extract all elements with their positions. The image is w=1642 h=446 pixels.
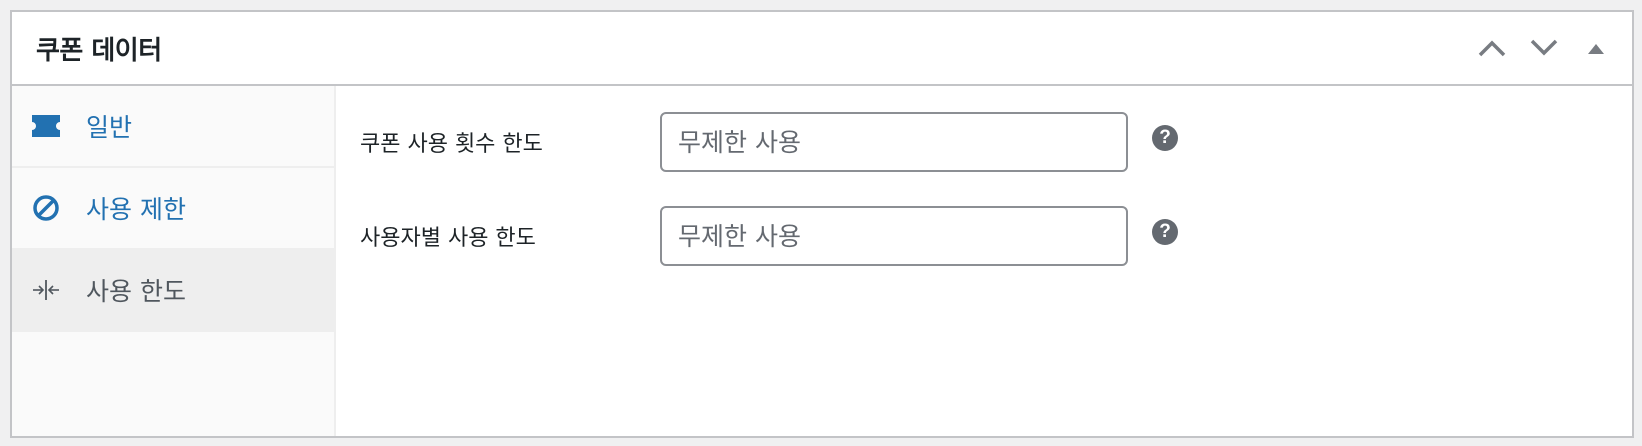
handle-actions xyxy=(1466,12,1622,84)
tab-general[interactable]: 일반 xyxy=(12,86,334,168)
usage-limit-per-user-row: 사용자별 사용 한도 ? xyxy=(360,206,1178,266)
postbox-header: 쿠폰 데이터 xyxy=(12,12,1632,86)
usage-limit-label: 쿠폰 사용 횟수 한도 xyxy=(360,132,543,157)
postbox-title: 쿠폰 데이터 xyxy=(36,35,162,66)
tab-usage-limits-label: 사용 한도 xyxy=(86,277,186,306)
help-icon[interactable]: ? xyxy=(1152,219,1178,245)
coupon-panel-wrap: 일반 사용 제한 xyxy=(12,86,1632,436)
move-up-button[interactable] xyxy=(1466,22,1518,74)
ticket-icon xyxy=(32,112,60,140)
triangle-up-icon xyxy=(1588,44,1604,54)
tab-general-label: 일반 xyxy=(86,113,133,142)
usage-limit-row: 쿠폰 사용 횟수 한도 ? xyxy=(360,112,1178,172)
toggle-panel-button[interactable] xyxy=(1570,22,1622,74)
chevron-down-icon xyxy=(1530,39,1558,56)
chevron-up-icon xyxy=(1478,40,1506,57)
help-icon[interactable]: ? xyxy=(1152,125,1178,151)
tab-usage-restriction-label: 사용 제한 xyxy=(86,195,186,224)
prohibited-icon xyxy=(32,194,60,222)
coupon-data-postbox: 쿠폰 데이터 xyxy=(10,10,1634,438)
usage-limit-per-user-input[interactable] xyxy=(660,206,1128,266)
usage-limits-panel: 쿠폰 사용 횟수 한도 ? 사용자별 사용 한도 ? xyxy=(336,86,1632,436)
move-down-button[interactable] xyxy=(1518,22,1570,74)
coupon-tabs: 일반 사용 제한 xyxy=(12,86,336,436)
tab-usage-limits[interactable]: 사용 한도 xyxy=(12,250,334,332)
usage-limit-per-user-label: 사용자별 사용 한도 xyxy=(360,226,536,251)
tab-usage-restriction[interactable]: 사용 제한 xyxy=(12,168,334,250)
collapse-horizontal-icon xyxy=(32,276,60,304)
usage-limit-input[interactable] xyxy=(660,112,1128,172)
